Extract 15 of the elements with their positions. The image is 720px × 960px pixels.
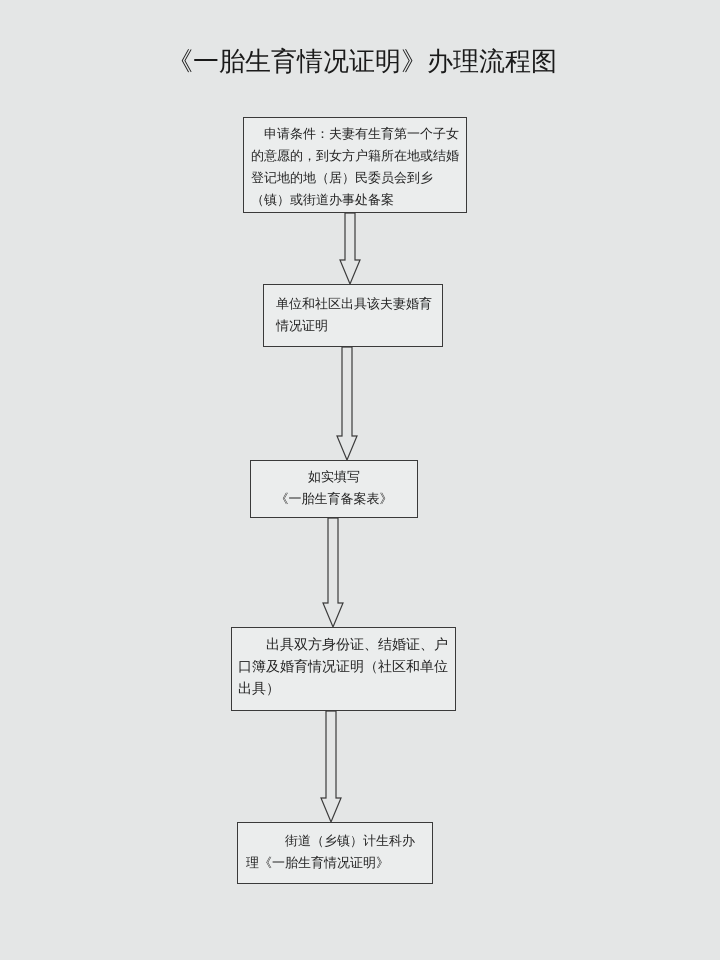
box-text: 单位和社区出具该夫妻婚育情况证明	[276, 296, 433, 336]
process-box	[263, 284, 443, 347]
process-box	[231, 627, 456, 711]
title: 《一胎生育情况证明》办理流程图	[166, 46, 557, 79]
box-text: 申请条件：夫妻有生育第一个子女的意愿的，到女方户籍所在地或结婚登记地的地（居）民委员会到乡（镇）或街道办事处备案	[251, 126, 459, 210]
block-arrow	[339, 212, 361, 286]
block-arrow	[320, 710, 342, 824]
box-text: 街道（乡镇）计生科办理《一胎生育情况证明》	[246, 833, 416, 873]
block-arrow	[322, 517, 344, 629]
box-text: 如实填写《一胎生育备案表》	[274, 469, 394, 509]
process-box	[250, 460, 418, 518]
block-arrow	[336, 346, 358, 462]
box-text: 出具双方身份证、结婚证、户口簿及婚育情况证明（社区和单位出具）	[238, 636, 449, 699]
process-box	[243, 117, 467, 213]
process-box	[237, 822, 433, 884]
